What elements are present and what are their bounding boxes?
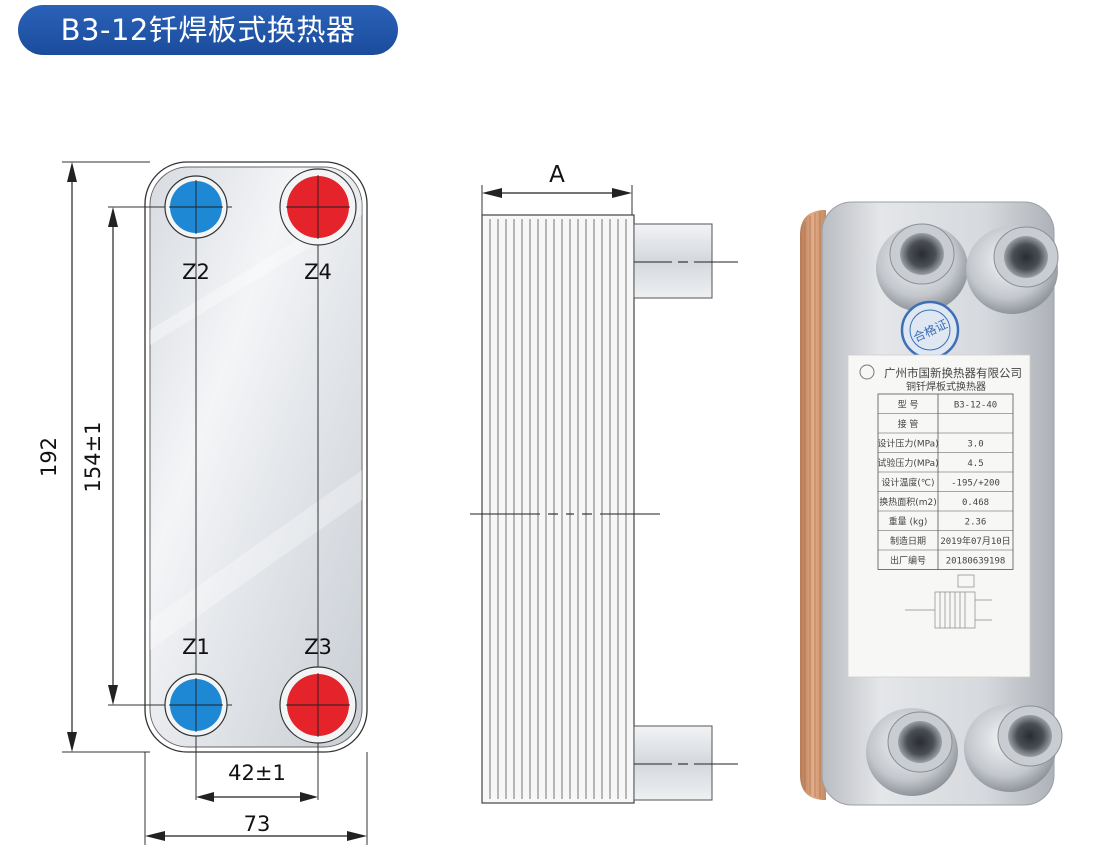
nameplate-row-label: 接 管 <box>898 418 919 430</box>
pipe-top <box>633 223 713 299</box>
nameplate-company: 广州市国新换热器有限公司 <box>884 366 1022 380</box>
dim-port-spacing-horizontal: 42±1 <box>196 761 318 802</box>
nameplate-row-value: 0.468 <box>962 498 989 508</box>
dim-height-label: 192 <box>37 437 61 477</box>
dim-port-spacing-vertical-label: 154±1 <box>81 421 105 492</box>
dim-port-spacing-horizontal-label: 42±1 <box>228 761 286 785</box>
fitting-top-right <box>966 226 1059 314</box>
plate-outer-outline <box>144 161 368 753</box>
certification-seal: 合格证 <box>900 300 960 360</box>
plate-surface <box>149 166 363 748</box>
nameplate-row-value: B3-12-40 <box>954 401 997 411</box>
nameplate: 广州市国新换热器有限公司 铜钎焊板式换热器 型 号 B3-12-40 接 管设计压力… <box>847 354 1031 678</box>
product-photo: 合格证 广州市国新换热器有限公司 铜钎焊板式换热器 型 号 B3-12-40 接 管… <box>800 201 1063 806</box>
nameplate-row-label: 出厂编号 <box>890 555 926 567</box>
nameplate-row-value: 3.0 <box>967 440 983 450</box>
fitting-top-left <box>876 223 968 312</box>
front-view: Z2 Z4 Z1 Z3 192 154±1 42±1 <box>37 161 368 845</box>
nameplate-row-label: 换热面积(m2) <box>879 496 937 508</box>
nameplate-row-label: 制造日期 <box>890 535 926 547</box>
fitting-bottom-left <box>866 708 958 796</box>
port-label-z3: Z3 <box>304 635 332 659</box>
company-logo-icon <box>859 364 875 380</box>
port-label-z2: Z2 <box>182 260 210 284</box>
pipe-bottom <box>633 725 713 801</box>
nameplate-row-value: 2019年07月10日 <box>940 535 1010 547</box>
page-title: B3-12钎焊板式换热器 <box>18 5 398 55</box>
nameplate-row-label: 设计温度(℃) <box>881 477 934 489</box>
dim-port-spacing-vertical: 154±1 <box>81 207 118 705</box>
nameplate-row-label: 重量 (kg) <box>889 516 928 528</box>
plate-stack <box>481 214 635 804</box>
dim-a-label: A <box>549 162 565 188</box>
nameplate-row-value: -195/+200 <box>951 479 1000 489</box>
nameplate-product: 铜钎焊板式换热器 <box>906 380 986 393</box>
fitting-bottom-right <box>964 704 1063 792</box>
dim-width: 73 <box>144 752 368 845</box>
port-label-z1: Z1 <box>182 635 210 659</box>
nameplate-row-value: 4.5 <box>967 459 983 469</box>
nameplate-row-label: 试验压力(MPa) <box>877 457 938 469</box>
side-view: A <box>470 162 738 804</box>
nameplate-schematic <box>905 574 992 629</box>
dim-width-label: 73 <box>244 812 271 836</box>
nameplate-row-label: 型 号 <box>898 400 919 411</box>
nameplate-row-value: 20180639198 <box>946 557 1006 567</box>
dim-height: 192 <box>37 161 150 753</box>
nameplate-row-value: 2.36 <box>965 518 987 528</box>
port-label-z4: Z4 <box>304 260 332 284</box>
nameplate-row-label: 设计压力(MPa) <box>877 438 938 450</box>
